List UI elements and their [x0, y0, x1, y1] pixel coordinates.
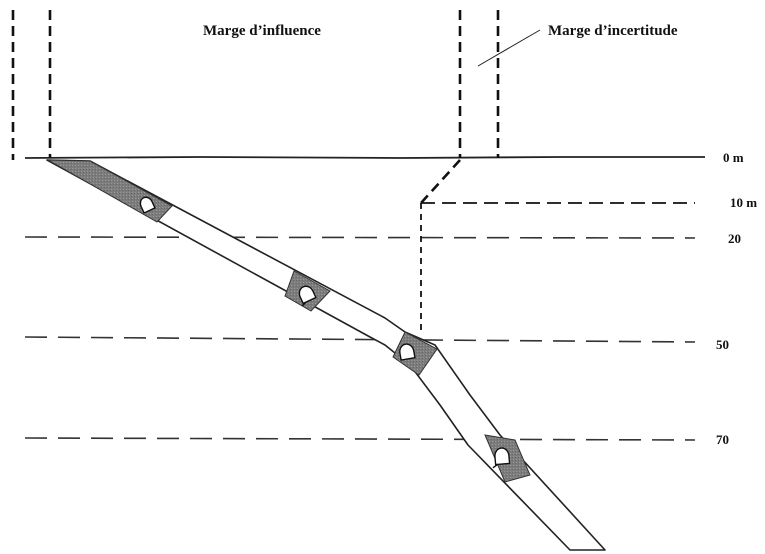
influence-margin-label: Marge d’influence [203, 23, 321, 39]
uncertainty-leader-line [477, 29, 541, 67]
uncertainty-margin-label: Marge d’incertitude [548, 23, 678, 39]
depth-line-50 [24, 336, 696, 343]
depth-label-20: 20 [728, 231, 741, 246]
tunnel-boring-machine-icon [139, 196, 156, 214]
depth-line-70 [24, 437, 696, 441]
tunnel-boring-machine-icon [298, 285, 317, 307]
depth-line-20 [24, 236, 696, 239]
tunnel-boring-machine-icon [399, 343, 416, 361]
depth-label-50: 50 [716, 337, 729, 352]
influence-boundary-diagonal [420, 159, 461, 204]
tunnel-segment-entrance [47, 159, 173, 223]
tunnel-boring-machine-icon [492, 447, 511, 469]
tunnel-band [46, 159, 606, 551]
depth-label-0: 0 m [723, 150, 744, 165]
ground-surface-line [24, 156, 705, 159]
tunnel-segment-3 [392, 331, 438, 376]
depth-label-70: 70 [716, 432, 729, 447]
depth-label-10: 10 m [730, 195, 757, 210]
